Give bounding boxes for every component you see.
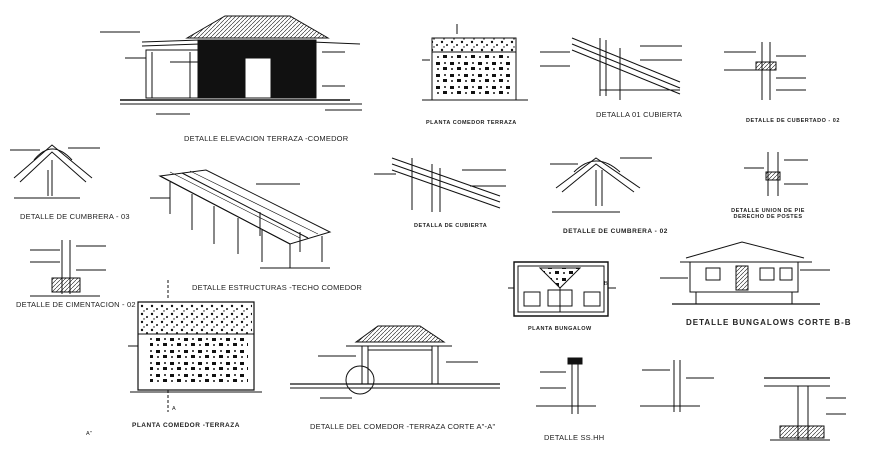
cumbrera-02-drawing	[550, 158, 652, 212]
planta-bungalow-drawing	[508, 262, 616, 316]
planta-comedor-top-drawing	[422, 24, 528, 100]
caption-union-poste: DETALLE UNION DE PIE DERECHO DE POSTES	[731, 208, 805, 220]
cubierta-mid-drawing	[374, 158, 506, 212]
caption-estructuras: DETALLE ESTRUCTURAS -TECHO COMEDOR	[192, 283, 363, 292]
union-poste-drawing	[744, 152, 808, 196]
estructuras-techo-drawing	[150, 170, 330, 268]
cubertado-02-drawing	[724, 42, 806, 100]
caption-cubierta-01: DETALLA 01 CUBIERTA	[596, 110, 682, 119]
section-marker-b: B	[604, 281, 608, 287]
corte-comedor-drawing	[290, 326, 500, 398]
caption-cubertado-02: DETALLE DE CUBERTADO - 02	[746, 118, 840, 124]
elevacion-terraza-drawing	[100, 16, 362, 114]
bungalows-corte-drawing	[660, 242, 830, 304]
cubierta-01-drawing	[540, 38, 682, 100]
caption-planta-bungalow: PLANTA BUNGALOW	[528, 326, 592, 332]
caption-cumbrera-02: DETALLE DE CUMBRERA - 02	[563, 228, 668, 235]
caption-planta-comedor-top: PLANTA COMEDOR TERRAZA	[426, 120, 517, 126]
section-marker-a: A"	[86, 431, 93, 437]
cumbrera-03-drawing	[10, 145, 100, 198]
caption-bungalows-corte: DETALLE BUNGALOWS CORTE B-B	[686, 318, 852, 327]
caption-elevacion: DETALLE ELEVACION TERRAZA -COMEDOR	[184, 134, 349, 143]
caption-cimentacion: DETALLE DE CIMENTACION - 02	[16, 300, 136, 309]
ss-hh-drawing	[536, 358, 846, 440]
planta-comedor-terraza-drawing	[128, 280, 262, 412]
section-marker-a2: A	[172, 406, 176, 412]
caption-corte-comedor: DETALLE DEL COMEDOR -TERRAZA CORTE A"-A"	[310, 422, 496, 431]
cimentacion-02-drawing	[30, 240, 106, 296]
caption-cubierta-mid: DETALLA DE CUBIERTA	[414, 223, 488, 229]
caption-ss-hh: DETALLE SS.HH	[544, 433, 605, 442]
caption-cumbrera-03: DETALLE DE CUMBRERA - 03	[20, 212, 130, 221]
caption-planta-comedor-terraza: PLANTA COMEDOR -TERRAZA	[132, 422, 240, 429]
